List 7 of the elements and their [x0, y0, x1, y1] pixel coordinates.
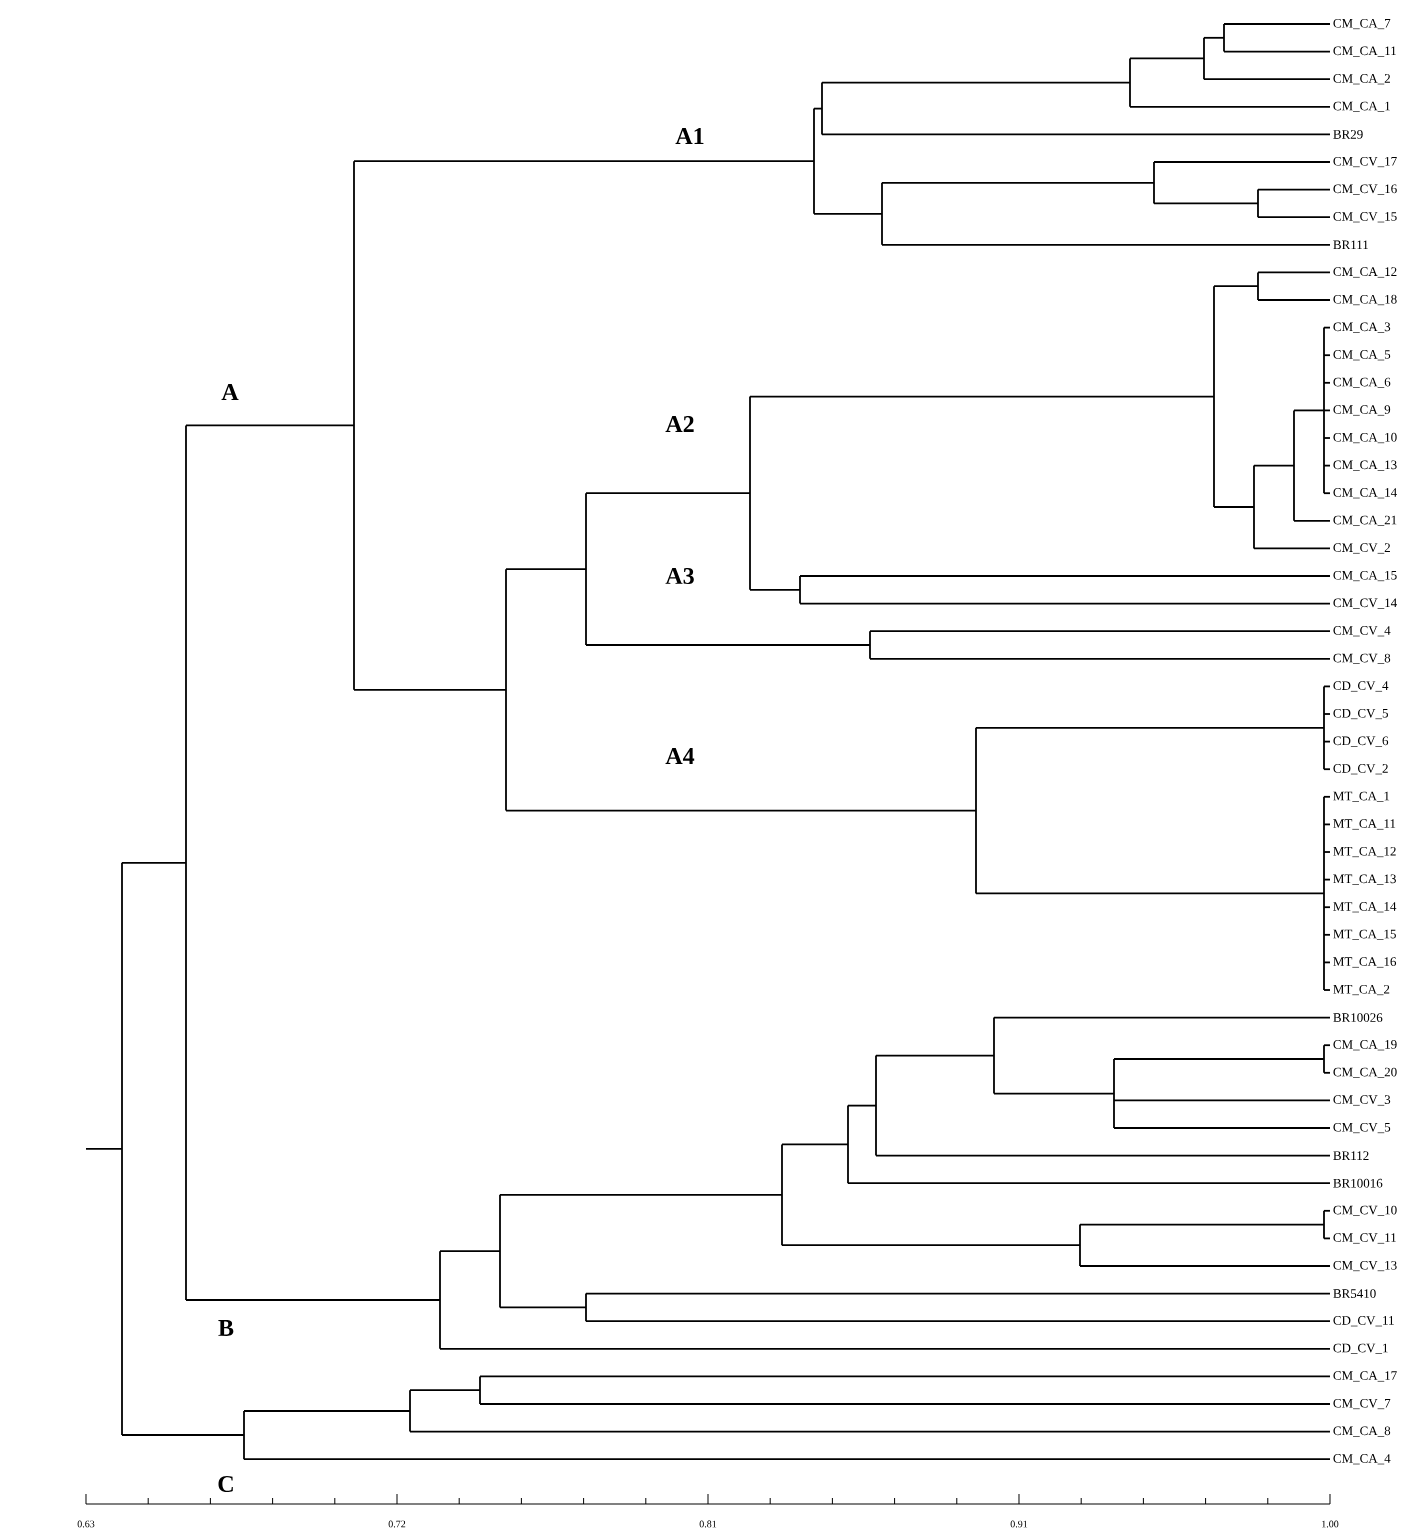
cluster-label: A3	[665, 567, 694, 585]
cluster-label: A2	[665, 416, 694, 432]
cluster-label: A4	[665, 748, 695, 764]
cluster-label: A1	[675, 128, 704, 144]
cluster-label: B	[218, 1320, 234, 1336]
cluster-label: A	[221, 384, 239, 400]
cluster-label: C	[218, 1475, 233, 1493]
